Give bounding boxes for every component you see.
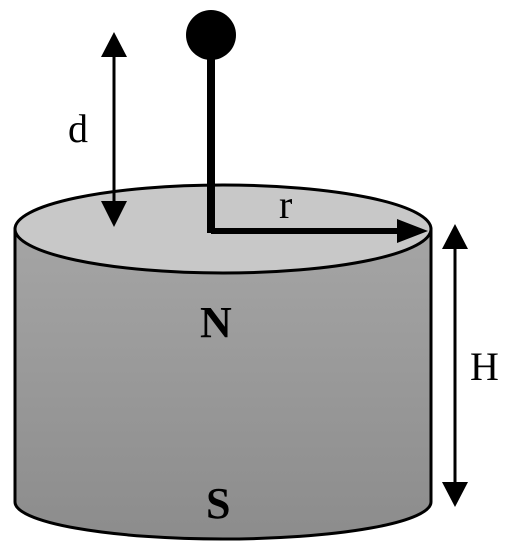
distance-label: d [68, 106, 88, 151]
cylinder-side [13, 227, 433, 541]
ball-probe-icon [186, 10, 236, 60]
height-arrowhead-bottom-icon [442, 482, 468, 507]
radius-arrowhead-icon [397, 219, 428, 243]
north-pole-label: N [200, 298, 232, 347]
distance-arrowhead-bottom-icon [101, 201, 127, 227]
height-arrowhead-top-icon [442, 224, 468, 249]
distance-arrowhead-top-icon [101, 32, 127, 57]
height-label: H [470, 344, 499, 389]
probe-stem [207, 50, 215, 233]
south-pole-label: S [206, 479, 230, 528]
radius-label: r [279, 182, 292, 227]
